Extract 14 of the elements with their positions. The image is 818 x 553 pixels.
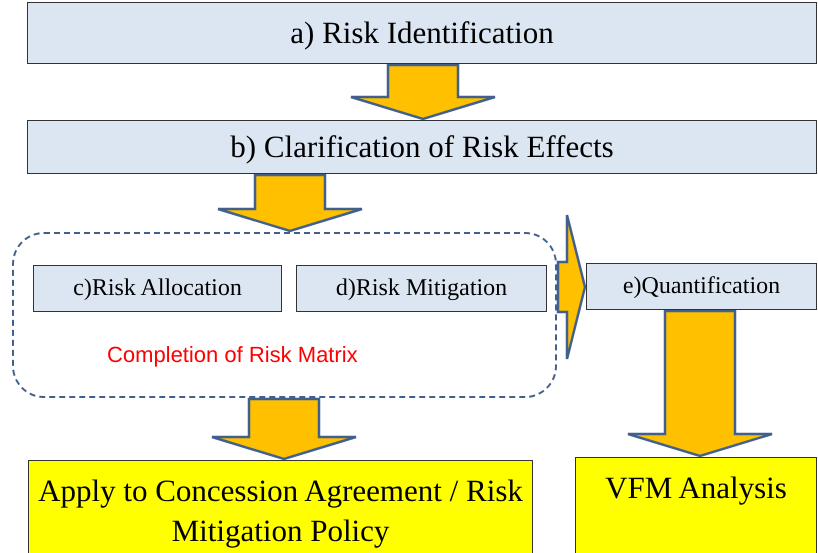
result-box: Apply to Concession Agreement / Risk Mitigation Policy — [28, 460, 533, 553]
process-box: d)Risk Mitigation — [296, 265, 547, 312]
process-box: e)Quantification — [586, 263, 817, 310]
group-label: Completion of Risk Matrix — [107, 342, 358, 368]
block-arrow — [556, 214, 586, 360]
result-box: VFM Analysis — [575, 457, 817, 553]
dashed-group-outline — [12, 232, 557, 398]
step-box: b) Clarification of Risk Effects — [27, 120, 817, 174]
process-box: c)Risk Allocation — [33, 265, 282, 312]
block-arrow — [350, 64, 496, 120]
block-arrow — [216, 174, 364, 232]
block-arrow — [210, 398, 358, 460]
step-box: a) Risk Identification — [27, 2, 817, 64]
block-arrow — [626, 310, 774, 458]
